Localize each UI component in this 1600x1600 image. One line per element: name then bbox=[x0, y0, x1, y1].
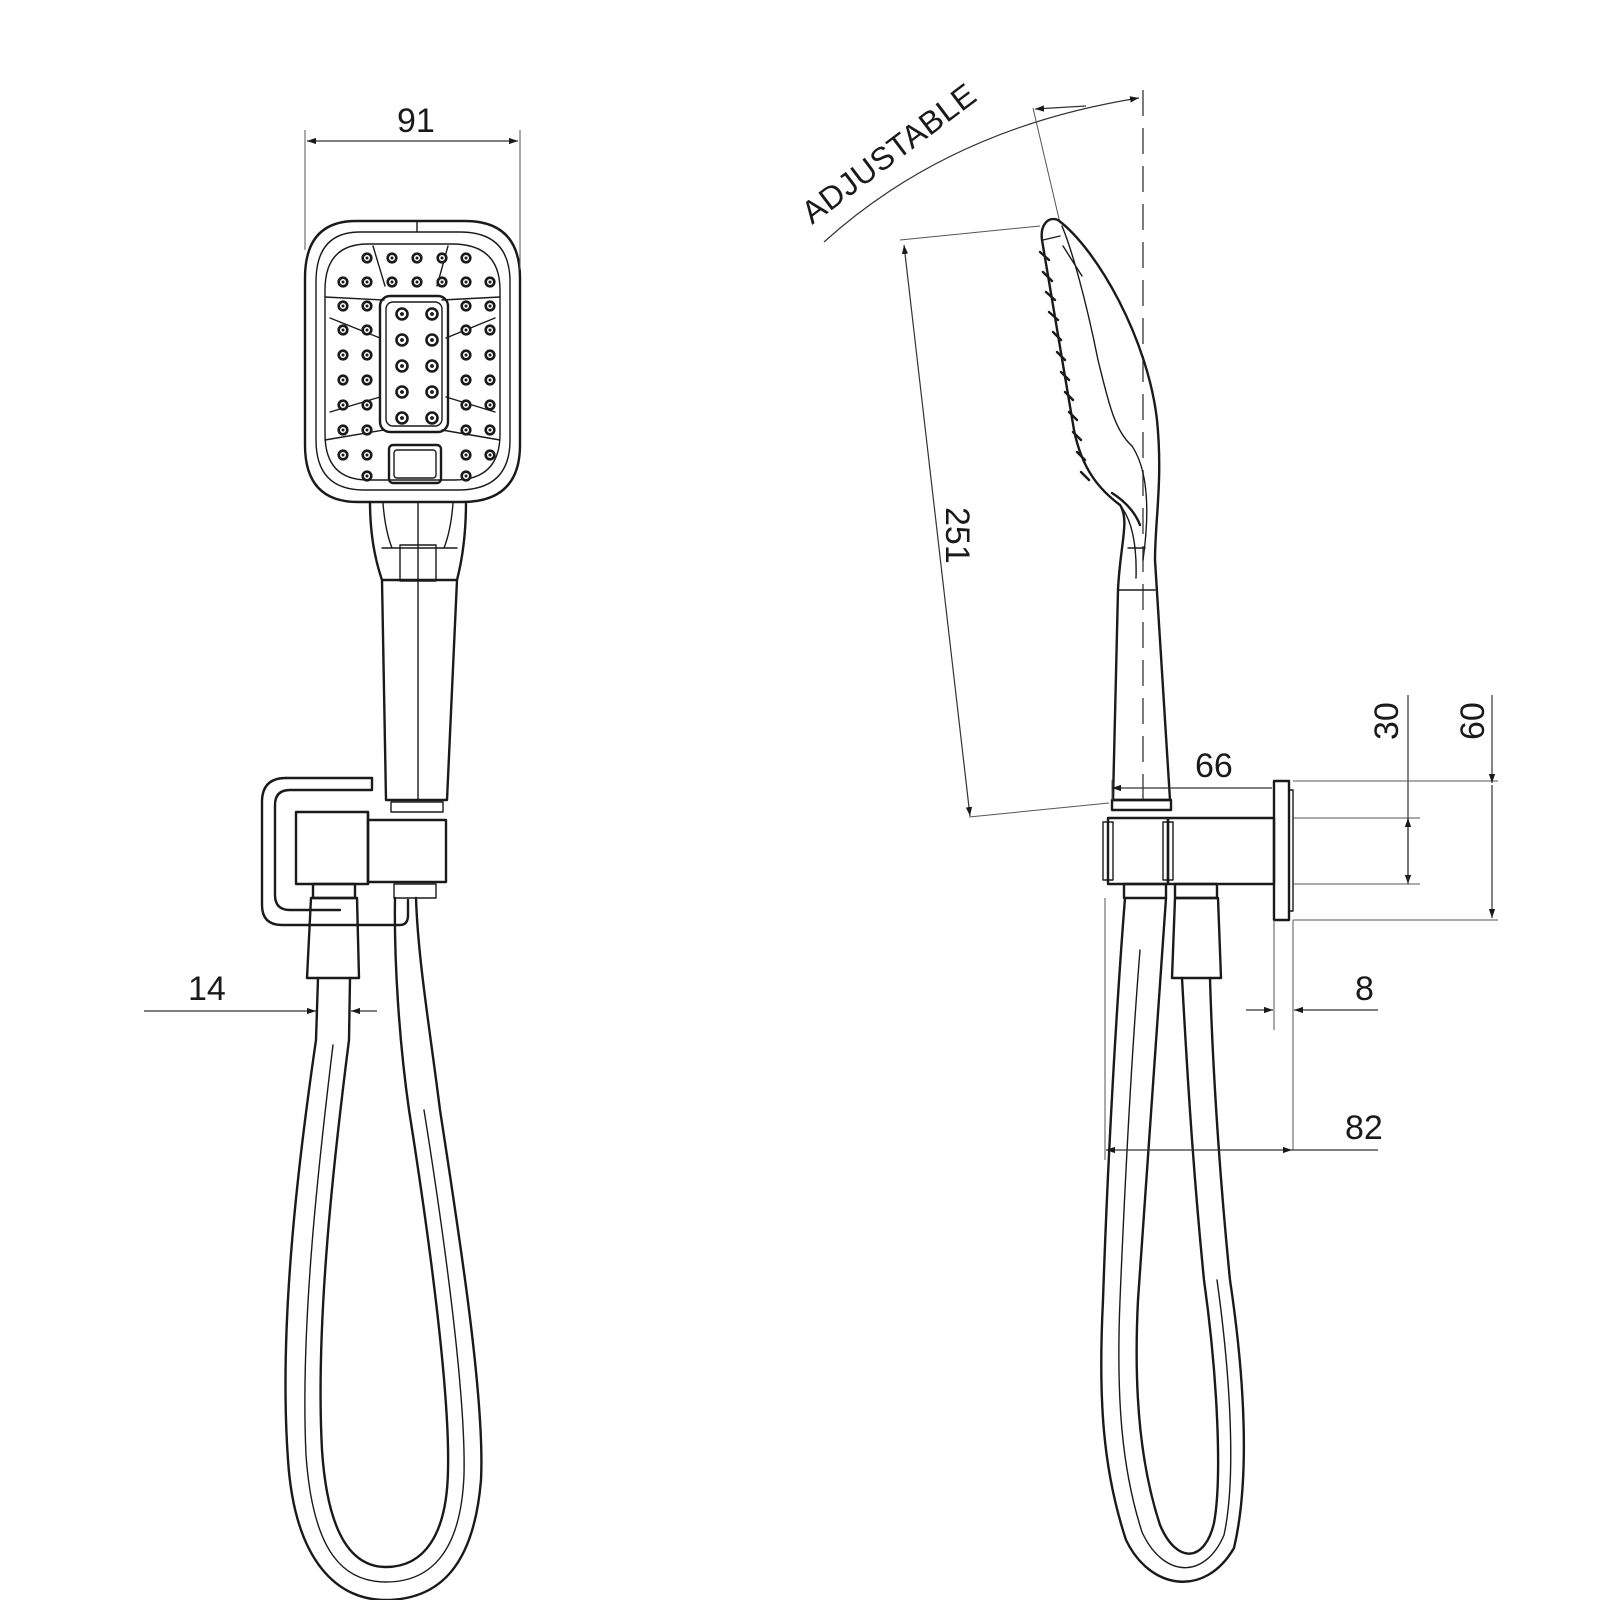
nozzle-center bbox=[488, 428, 492, 432]
dimension-hose-connector: 14 bbox=[144, 970, 377, 1015]
nozzle-center bbox=[464, 474, 468, 478]
nozzle-center bbox=[400, 364, 404, 368]
nozzle-center bbox=[430, 312, 434, 316]
nozzle-center bbox=[430, 390, 434, 394]
handle-front bbox=[368, 500, 468, 802]
nozzle-center bbox=[365, 353, 369, 357]
nozzle-center bbox=[464, 428, 468, 432]
nozzle-center bbox=[365, 474, 369, 478]
nozzle-center bbox=[365, 256, 369, 260]
nozzle-center bbox=[365, 453, 369, 457]
side-view: ADJUSTABLE bbox=[795, 76, 1498, 1583]
nozzle-center bbox=[464, 304, 468, 308]
nozzle-center bbox=[488, 280, 492, 284]
hose-front bbox=[284, 896, 483, 1600]
adjustable-label: ADJUSTABLE bbox=[795, 76, 984, 230]
dimension-holder-depth: 66 bbox=[1111, 747, 1272, 800]
nozzle-center bbox=[464, 280, 468, 284]
adjustable-arc: ADJUSTABLE bbox=[795, 76, 1140, 243]
nozzle-center bbox=[341, 280, 345, 284]
nozzle-center bbox=[365, 403, 369, 407]
dim-8-label: 8 bbox=[1355, 970, 1374, 1008]
nozzle-center bbox=[440, 280, 444, 284]
dimension-flange-thickness: 8 bbox=[1246, 920, 1378, 1150]
dim-30-label: 30 bbox=[1368, 702, 1406, 740]
nozzle-center bbox=[464, 353, 468, 357]
nozzle-center bbox=[390, 256, 394, 260]
dim-91-label: 91 bbox=[397, 102, 435, 140]
nozzle-center bbox=[464, 403, 468, 407]
dimension-outlet-offset: 30 bbox=[1293, 695, 1420, 885]
nozzle-center bbox=[464, 328, 468, 332]
nozzle-center bbox=[400, 390, 404, 394]
nozzle-center bbox=[390, 280, 394, 284]
nozzle-center bbox=[341, 378, 345, 382]
hose-side bbox=[1100, 896, 1246, 1583]
nozzle-center bbox=[365, 328, 369, 332]
nozzle-center bbox=[341, 304, 345, 308]
nozzle-center bbox=[464, 453, 468, 457]
nozzle-center bbox=[430, 364, 434, 368]
nozzle-center bbox=[415, 280, 419, 284]
nozzle-center bbox=[415, 256, 419, 260]
nozzle-center bbox=[488, 353, 492, 357]
nozzle-center bbox=[341, 328, 345, 332]
nozzle-center bbox=[464, 378, 468, 382]
wall-bracket-side bbox=[1102, 779, 1294, 980]
nozzle-center bbox=[400, 338, 404, 342]
dimension-overall-length: 251 bbox=[899, 225, 1110, 818]
nozzle-center bbox=[365, 428, 369, 432]
nozzle-center bbox=[488, 378, 492, 382]
dimension-total-projection: 82 bbox=[1104, 898, 1383, 1160]
dim-66-label: 66 bbox=[1195, 747, 1233, 785]
nozzle-center bbox=[464, 256, 468, 260]
nozzle-center bbox=[488, 304, 492, 308]
nozzle-center bbox=[488, 453, 492, 457]
dim-14-label: 14 bbox=[188, 970, 226, 1008]
nozzle-center bbox=[430, 338, 434, 342]
dimension-head-width: 91 bbox=[304, 102, 521, 270]
nozzle-center bbox=[341, 453, 345, 457]
dim-82-label: 82 bbox=[1345, 1109, 1383, 1147]
nozzle-center bbox=[400, 312, 404, 316]
nozzle-center bbox=[365, 378, 369, 382]
nozzle-center bbox=[400, 416, 404, 420]
wall-bracket-front bbox=[260, 776, 448, 980]
nozzle-center bbox=[341, 428, 345, 432]
nozzle-center bbox=[341, 403, 345, 407]
nozzle-center bbox=[430, 416, 434, 420]
dim-60-label: 60 bbox=[1454, 702, 1492, 740]
nozzle-center bbox=[488, 403, 492, 407]
nozzle-center bbox=[365, 304, 369, 308]
nozzle-center bbox=[365, 280, 369, 284]
nozzle-center bbox=[488, 328, 492, 332]
nozzle-center bbox=[440, 256, 444, 260]
front-view: 91 14 bbox=[144, 102, 522, 1600]
dimension-flange-height: 60 bbox=[1293, 695, 1498, 921]
shower-head-side bbox=[1038, 217, 1172, 802]
spray-nozzles bbox=[337, 252, 496, 482]
nozzle-center bbox=[341, 353, 345, 357]
dim-251-label: 251 bbox=[938, 507, 976, 564]
